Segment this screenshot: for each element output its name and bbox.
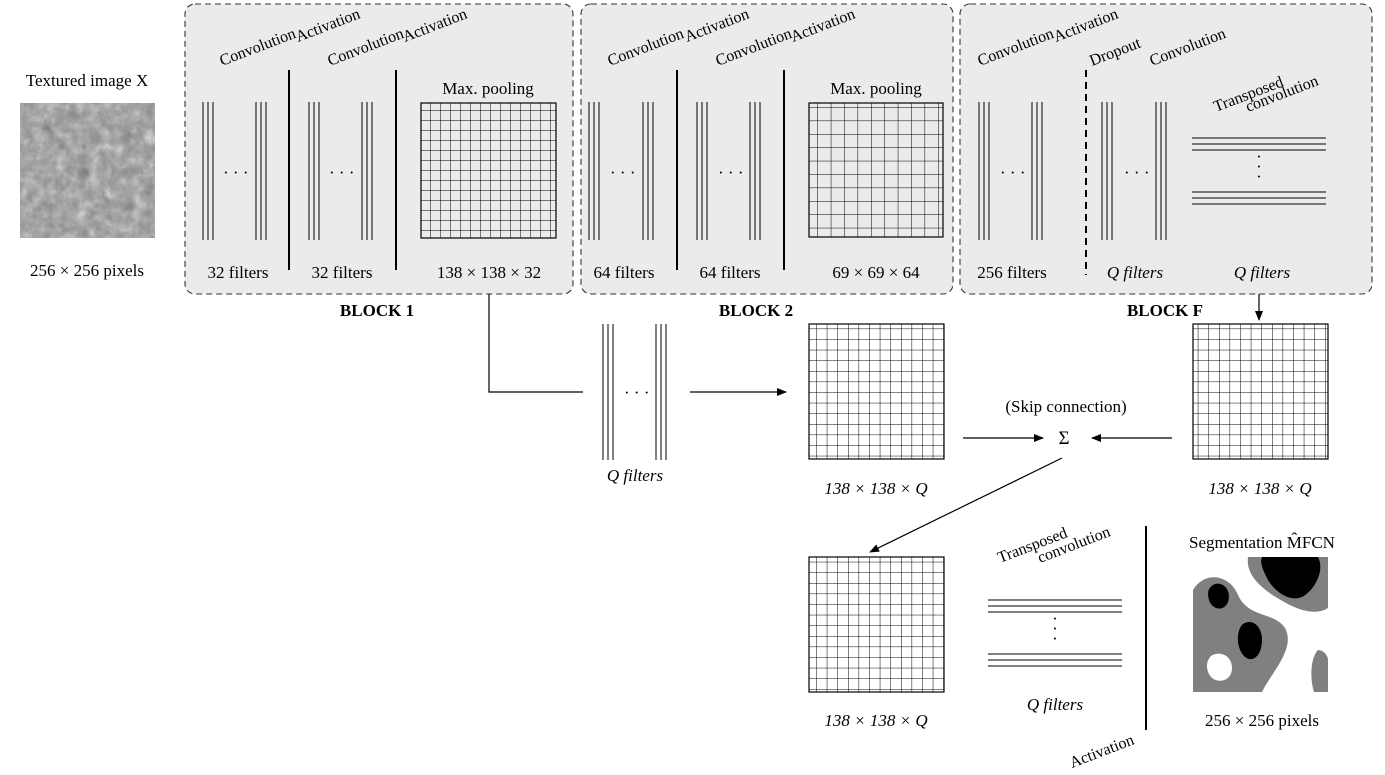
block-1-title: BLOCK 1 — [340, 301, 414, 320]
ellipsis: · · · — [1000, 163, 1025, 182]
middle-q-filters: Q filters — [607, 466, 664, 485]
segmentation-size: 256 × 256 pixels — [1205, 711, 1319, 730]
svg-text:·: · — [1256, 167, 1262, 186]
input-size-label: 256 × 256 pixels — [30, 261, 144, 280]
block-2-filter-bank-2: · · · — [696, 102, 761, 240]
ellipsis: · · · — [610, 163, 635, 182]
block-f-filters-2: Q filters — [1107, 263, 1164, 282]
svg-text:·: · — [1256, 157, 1262, 176]
ellipsis: · · · — [329, 163, 354, 182]
segment-black-3 — [1237, 621, 1262, 660]
vertical-ellipsis: · — [1052, 609, 1058, 628]
bottom-q-filters: Q filters — [1027, 695, 1084, 714]
block-1-filters-1: 32 filters — [208, 263, 269, 282]
block-f: Convolution Activation Dropout Convoluti… — [959, 3, 1373, 320]
segment-black-2 — [1208, 583, 1229, 609]
block-1: Convolution Activation Convolution Activ… — [184, 3, 574, 320]
bottom-feature-map — [808, 556, 945, 693]
block-2-pool-label: Max. pooling — [830, 79, 922, 98]
ellipsis: · · · — [624, 383, 649, 402]
vertical-ellipsis: · — [1256, 147, 1262, 166]
skip-branch: · · · Q filters 138 × 138 × Q (Skip conn… — [488, 294, 1329, 553]
block-1-filter-bank-1: · · · — [202, 102, 267, 240]
block-2-pool-grid — [808, 102, 944, 238]
ellipsis: · · · — [223, 163, 248, 182]
ellipsis: · · · — [1124, 163, 1149, 182]
segment-black-1 — [1261, 557, 1321, 599]
block-1-pool-size: 138 × 138 × 32 — [437, 263, 541, 282]
block-f-filter-bank-1: · · · — [978, 102, 1043, 240]
bottom-activation-label: Activation — [1067, 732, 1136, 772]
skip-path-line — [488, 294, 583, 393]
block-1-pool-label: Max. pooling — [442, 79, 534, 98]
segmentation-title: Segmentation M̂FCN — [1189, 533, 1335, 552]
svg-text:·: · — [1052, 619, 1058, 638]
output-branch: 138 × 138 × Q Transposed convolution · ·… — [808, 523, 1335, 772]
block-2: Convolution Activation Convolution Activ… — [580, 3, 954, 320]
segmentation-map — [1193, 557, 1328, 692]
arrow-sum-to-bottom — [869, 457, 1063, 553]
block-1-pool-grid — [420, 102, 557, 239]
block-2-filter-bank-1: · · · — [588, 102, 654, 240]
block-1-filters-2: 32 filters — [312, 263, 373, 282]
block-2-filters-2: 64 filters — [700, 263, 761, 282]
textured-image-noise — [20, 103, 155, 238]
segment-white-hole — [1206, 653, 1232, 681]
skip-connection-label: (Skip connection) — [1005, 397, 1126, 416]
svg-text:·: · — [1052, 629, 1058, 648]
bottom-map-size: 138 × 138 × Q — [824, 711, 927, 730]
middle-map1-size: 138 × 138 × Q — [824, 479, 927, 498]
input-image-group: Textured image X 256 × 256 pixels — [20, 71, 155, 280]
bottom-tconv-bank: · · · — [988, 599, 1122, 667]
block-f-filters-1: 256 filters — [977, 263, 1046, 282]
block-f-title: BLOCK F — [1127, 301, 1203, 320]
segment-gray-3 — [1311, 650, 1328, 692]
block-f-tconv-bank: · · · — [1192, 137, 1326, 205]
block-1-filter-bank-2: · · · — [308, 102, 373, 240]
input-title: Textured image X — [26, 71, 149, 90]
block-2-filters-1: 64 filters — [594, 263, 655, 282]
block-2-pool-size: 69 × 69 × 64 — [832, 263, 920, 282]
middle-feature-map-2 — [1192, 323, 1329, 460]
sum-symbol: Σ — [1058, 428, 1069, 449]
middle-map2-size: 138 × 138 × Q — [1208, 479, 1311, 498]
block-2-title: BLOCK 2 — [719, 301, 793, 320]
middle-feature-map-1 — [808, 323, 945, 460]
block-f-filter-bank-2: · · · — [1101, 102, 1167, 240]
block-f-filters-3: Q filters — [1234, 263, 1291, 282]
middle-filter-bank: · · · — [602, 324, 667, 460]
ellipsis: · · · — [718, 163, 743, 182]
